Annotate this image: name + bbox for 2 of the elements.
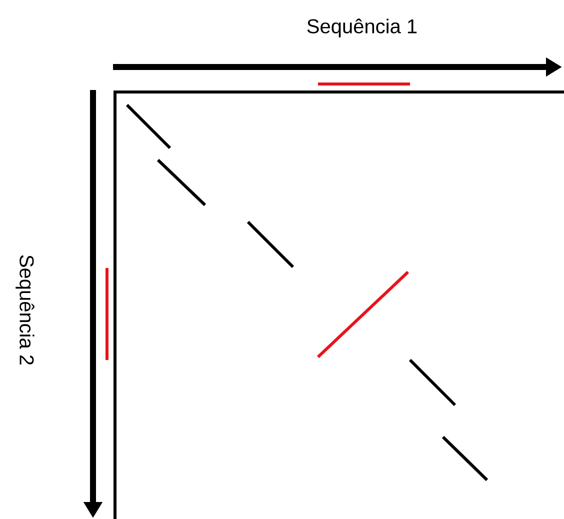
axis-label: Sequência 1: [307, 18, 417, 38]
axis-label: Sequência 2: [16, 255, 34, 365]
